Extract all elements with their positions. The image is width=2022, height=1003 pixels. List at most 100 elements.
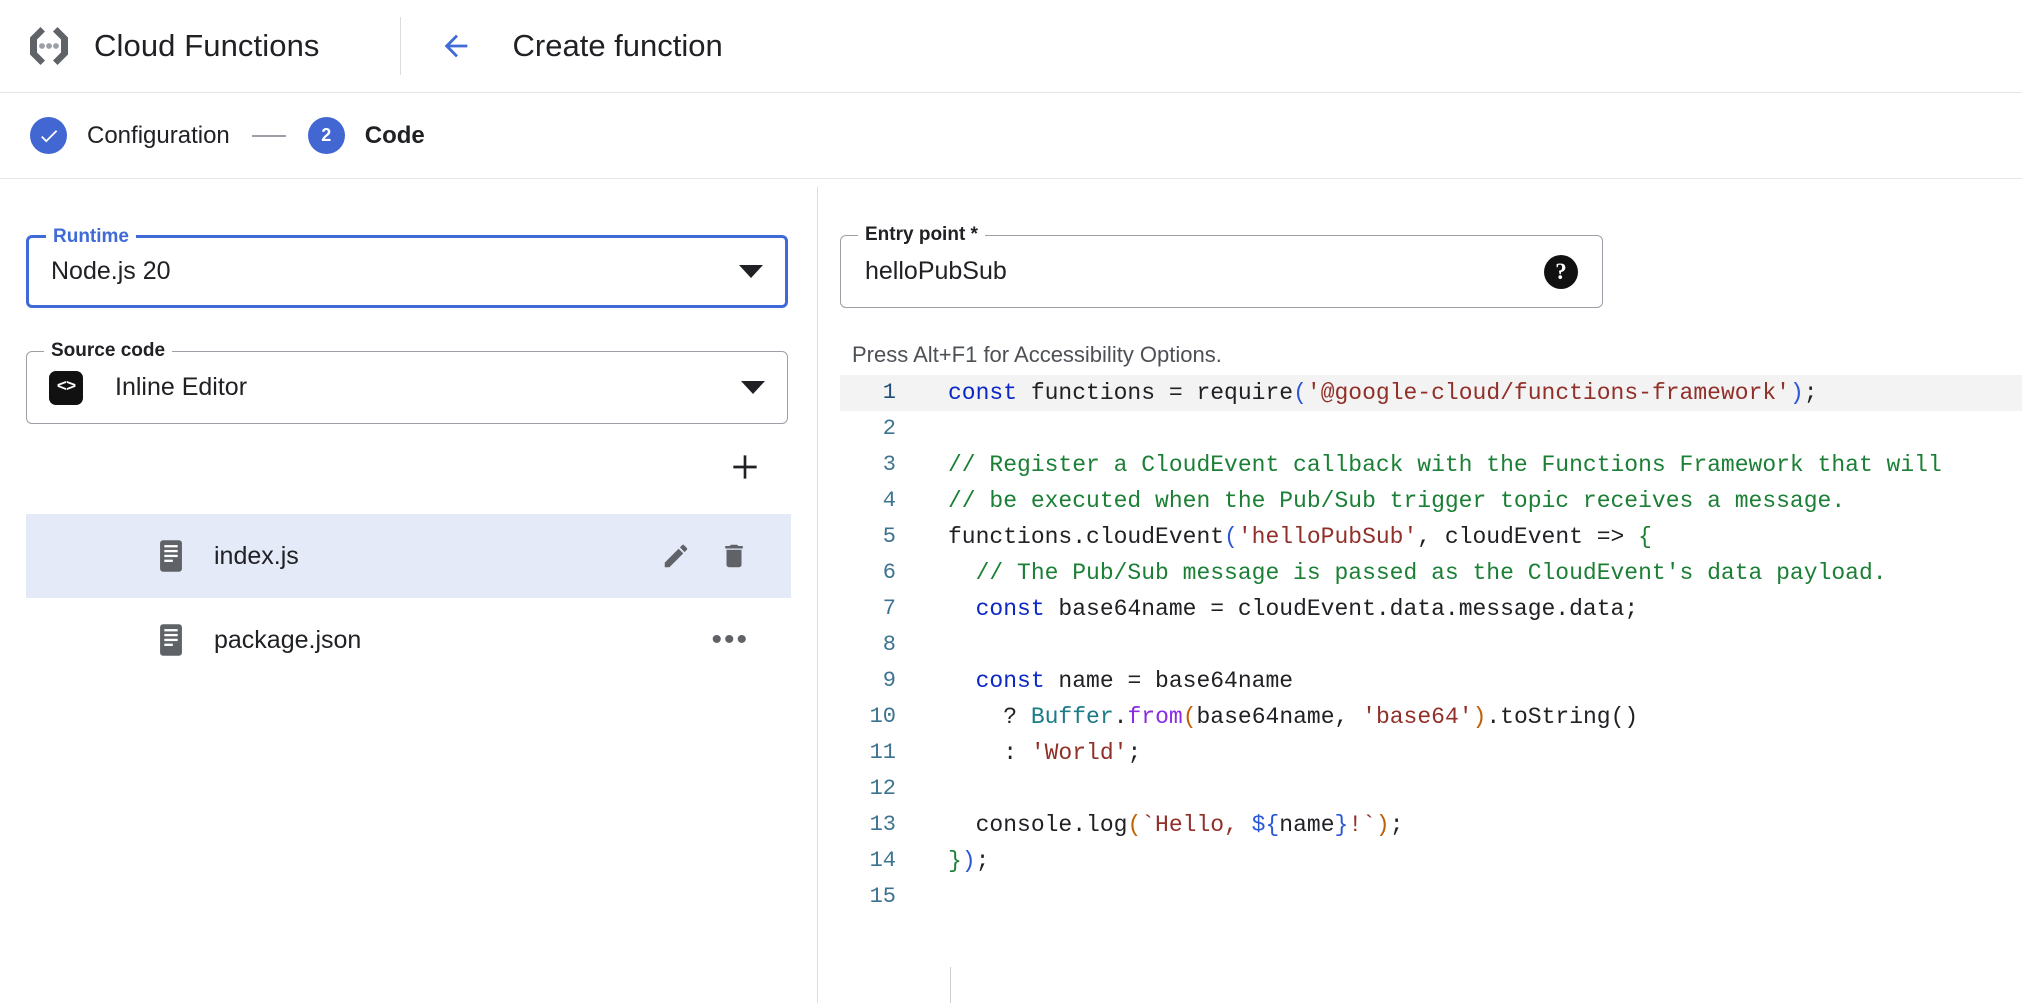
step-code[interactable]: 2 Code bbox=[307, 117, 425, 154]
code-line[interactable]: 9 const name = base64name bbox=[840, 663, 2022, 699]
code-token: console.log bbox=[948, 812, 1128, 838]
arrow-left-icon[interactable] bbox=[439, 29, 473, 63]
code-token: functions = bbox=[1017, 380, 1197, 406]
code-line[interactable]: 2 bbox=[840, 411, 2022, 447]
page-title: Create function bbox=[512, 28, 723, 63]
line-number: 12 bbox=[869, 776, 896, 801]
plus-icon[interactable] bbox=[725, 447, 765, 487]
code-line[interactable]: 5 functions.cloudEvent('helloPubSub', clo… bbox=[840, 519, 2022, 555]
line-number: 1 bbox=[882, 380, 896, 405]
code-line[interactable]: 7 const base64name = cloudEvent.data.mes… bbox=[840, 591, 2022, 627]
step-configuration-label: Configuration bbox=[87, 121, 230, 149]
file-icon bbox=[160, 540, 182, 572]
step-code-label: Code bbox=[364, 121, 425, 149]
line-number: 7 bbox=[882, 596, 896, 621]
code-text: const functions = require('@google-cloud… bbox=[948, 375, 1818, 411]
entry-point-label: Entry point * bbox=[858, 223, 985, 247]
code-line[interactable]: 8 bbox=[840, 627, 2022, 663]
accessibility-hint: Press Alt+F1 for Accessibility Options. bbox=[852, 342, 1222, 367]
product-title: Cloud Functions bbox=[94, 28, 320, 63]
code-token: ; bbox=[1803, 380, 1818, 406]
code-text: // The Pub/Sub message is passed as the … bbox=[948, 555, 1887, 591]
entry-point-help-icon[interactable]: ? bbox=[1544, 254, 1578, 289]
code-line[interactable]: 4// be executed when the Pub/Sub trigger… bbox=[840, 483, 2022, 519]
more-options-icon[interactable]: ••• bbox=[711, 623, 749, 656]
code-token: base64name = cloudEvent.data.message.dat… bbox=[1044, 596, 1639, 622]
code-token: 'helloPubSub' bbox=[1237, 524, 1418, 550]
code-token: .toString() bbox=[1486, 704, 1639, 730]
code-text: }); bbox=[948, 843, 989, 879]
runtime-value: Node.js 20 bbox=[51, 257, 171, 285]
line-number: 2 bbox=[882, 416, 896, 441]
chevron-down-icon[interactable] bbox=[741, 381, 765, 394]
code-token: ( bbox=[1224, 524, 1238, 550]
line-number: 15 bbox=[869, 884, 896, 909]
code-token: ${ bbox=[1251, 812, 1280, 838]
file-list-item-package-json[interactable]: package.json ••• bbox=[26, 598, 791, 682]
chevron-down-icon[interactable] bbox=[739, 265, 763, 278]
runtime-select[interactable]: Runtime Node.js 20 bbox=[26, 225, 788, 308]
code-text: const base64name = cloudEvent.data.messa… bbox=[948, 591, 1639, 627]
edit-file-icon[interactable] bbox=[661, 540, 691, 572]
code-text: functions.cloudEvent('helloPubSub', clou… bbox=[948, 519, 1652, 555]
code-line[interactable]: 10 ? Buffer.from(base64name, 'base64').t… bbox=[840, 699, 2022, 735]
code-token: 'base64' bbox=[1362, 704, 1473, 730]
code-token: // Register a CloudEvent callback with t… bbox=[948, 452, 1942, 478]
file-actions: ••• bbox=[711, 623, 749, 656]
code-token: name = base64name bbox=[1044, 668, 1294, 694]
step-code-marker: 2 bbox=[307, 117, 345, 154]
code-token: 'World' bbox=[1030, 740, 1128, 766]
line-number: 4 bbox=[882, 488, 896, 513]
code-line[interactable]: 11 : 'World'; bbox=[840, 735, 2022, 771]
code-token: ; bbox=[975, 848, 990, 874]
runtime-label: Runtime bbox=[46, 225, 136, 249]
source-code-select[interactable]: Source code <> Inline Editor bbox=[26, 339, 788, 424]
file-name: package.json bbox=[214, 625, 362, 654]
code-line[interactable]: 6 // The Pub/Sub message is passed as th… bbox=[840, 555, 2022, 591]
code-token: . bbox=[1113, 704, 1128, 730]
line-number: 8 bbox=[882, 632, 896, 657]
code-token: ) bbox=[1375, 812, 1390, 838]
entry-point-input[interactable]: Entry point * helloPubSub ? bbox=[840, 223, 1603, 308]
entry-point-value: helloPubSub bbox=[865, 257, 1007, 285]
stepper-divider bbox=[0, 178, 2022, 179]
code-token: from bbox=[1127, 704, 1183, 730]
source-code-label: Source code bbox=[44, 339, 173, 363]
code-brackets-icon: <> bbox=[49, 370, 83, 405]
code-token: base64name, bbox=[1196, 704, 1363, 730]
code-line[interactable]: 15 bbox=[840, 879, 2022, 915]
code-token: // The Pub/Sub message is passed as the … bbox=[948, 560, 1887, 586]
file-actions bbox=[661, 540, 749, 572]
step-configuration[interactable]: Configuration bbox=[30, 117, 230, 154]
code-token: const bbox=[975, 668, 1045, 694]
code-line[interactable]: 3 // Register a CloudEvent callback with … bbox=[840, 447, 2022, 483]
code-token: require bbox=[1196, 380, 1294, 406]
line-number: 5 bbox=[882, 524, 896, 549]
line-number: 11 bbox=[869, 740, 896, 765]
code-line[interactable]: 12 bbox=[840, 771, 2022, 807]
file-list-item-index-js[interactable]: index.js bbox=[26, 514, 791, 598]
code-token: ) bbox=[1789, 380, 1804, 406]
code-token: const bbox=[975, 596, 1045, 622]
line-number: 3 bbox=[882, 452, 896, 477]
code-line[interactable]: 1 const functions = require('@google-clou… bbox=[840, 375, 2022, 411]
code-token: Buffer bbox=[1030, 704, 1114, 730]
code-token: { bbox=[1638, 524, 1652, 550]
file-name: index.js bbox=[214, 541, 299, 570]
code-line[interactable]: 13 console.log(`Hello, ${name}!`); bbox=[840, 807, 2022, 843]
code-line[interactable]: 14}); bbox=[840, 843, 2022, 879]
line-number: 13 bbox=[869, 812, 896, 837]
code-token: ( bbox=[1293, 380, 1307, 406]
delete-file-icon[interactable] bbox=[719, 540, 749, 572]
line-number: 9 bbox=[882, 668, 896, 693]
step-configuration-marker bbox=[30, 117, 67, 154]
code-token: !` bbox=[1348, 812, 1376, 838]
cloud-functions-logo bbox=[30, 27, 68, 65]
top-bar-divider bbox=[0, 92, 2022, 93]
code-token: ) bbox=[1472, 704, 1487, 730]
code-text: const name = base64name bbox=[948, 663, 1293, 699]
code-token: '@google-cloud/functions-framework' bbox=[1306, 380, 1790, 406]
code-token: } bbox=[948, 848, 962, 874]
